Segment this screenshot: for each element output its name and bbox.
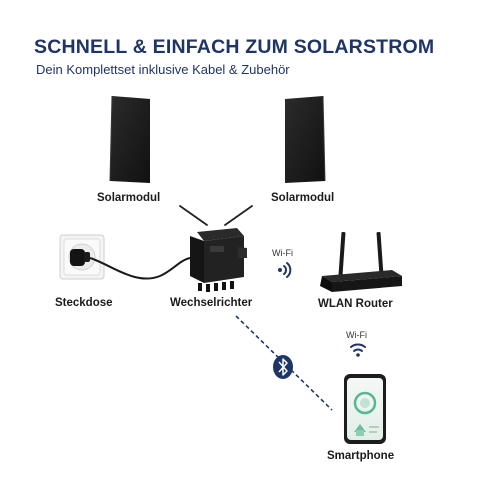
solar-panel-left-icon: [109, 95, 150, 183]
inverter-icon: [190, 228, 247, 292]
bluetooth-icon: [273, 355, 293, 379]
wifi-phone-icon: [350, 343, 366, 357]
solar-panel-left-label: Solarmodul: [97, 192, 161, 204]
wifi-inverter-icon: [278, 262, 292, 278]
outlet-cable: [89, 257, 191, 280]
solar-panel-right-label: Solarmodul: [271, 192, 335, 204]
power-outlet-icon: [59, 234, 105, 280]
smartphone-icon: [344, 374, 386, 444]
outlet-label: Steckdose: [55, 297, 113, 309]
panel-cables: [179, 205, 253, 226]
bluetooth-connection: [235, 315, 333, 411]
page-subtitle: Dein Komplettset inklusive Kabel & Zubeh…: [36, 62, 290, 77]
smartphone-label: Smartphone: [327, 450, 395, 462]
router-label: WLAN Router: [318, 298, 393, 310]
wifi-phone-label: Wi-Fi: [346, 330, 367, 340]
inverter-label: Wechselrichter: [170, 297, 253, 309]
page-title: SCHNELL & EINFACH ZUM SOLARSTROM: [34, 36, 435, 58]
solar-panel-right-icon: [285, 95, 326, 183]
router-icon: [320, 231, 402, 292]
wifi-inverter-label: Wi-Fi: [272, 248, 293, 258]
